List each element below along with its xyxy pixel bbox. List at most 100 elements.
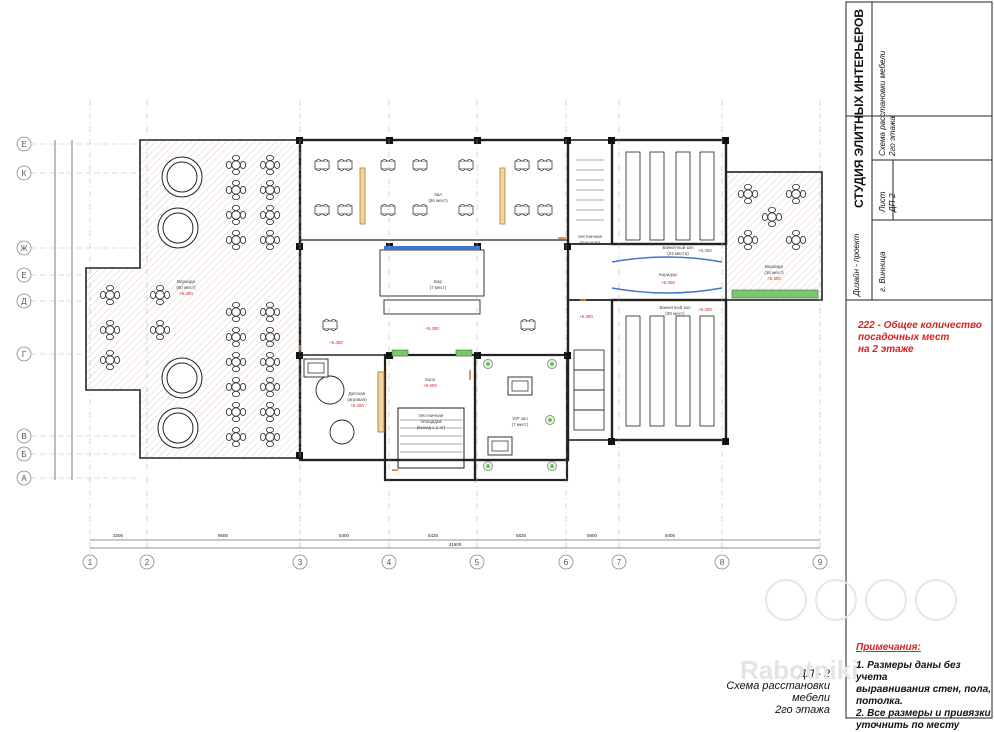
room-bar-seats: (7 мест): [430, 285, 447, 290]
row-label-5: Д: [21, 297, 27, 306]
room-hall-center-name: Холл: [425, 377, 436, 382]
room-childrens-level: +5.400: [350, 403, 364, 408]
seat-count-note: 222 - Общее количество посадочных мест н…: [858, 320, 982, 356]
room-veranda-left-level: +5.400: [179, 291, 193, 296]
room-corridor-name: Коридор: [659, 272, 677, 277]
room-banquet-bottom-level: +5.400: [698, 307, 712, 312]
veranda-left-round-tables: [157, 156, 203, 449]
axis-label-8: 8: [720, 558, 725, 567]
room-stair-right-sub: площадка: [579, 240, 601, 245]
row-label-1: Е: [21, 140, 26, 149]
banquet-room-tables: [625, 151, 715, 427]
room-stairs-note: (выход с 1 эт): [417, 425, 446, 430]
room-vip-seats: (7 мест): [512, 422, 529, 427]
room-veranda-left-name: Веранда: [177, 279, 196, 284]
dim-6: 5600: [587, 533, 598, 538]
axis-label-6: 6: [564, 558, 569, 567]
seat-count-line2: посадочных мест: [858, 332, 950, 343]
row-label-8: Б: [21, 450, 26, 459]
note-line-5: уточнить по месту: [856, 720, 960, 731]
dimension-line-left: [54, 140, 73, 480]
room-childrens-name: Детская: [349, 391, 366, 396]
room-banquet-bottom-name: Банкетный зал: [659, 304, 690, 310]
dim-4: 5425: [428, 533, 439, 538]
room-banquet-bottom-seats: (30 мест): [665, 311, 685, 316]
axis-label-2: 2: [145, 558, 150, 567]
watermark-helmets: [765, 579, 957, 621]
stamp-line-3: мебели: [792, 692, 830, 704]
bar-counter: [379, 246, 485, 315]
room-veranda-left-seats: (80 мест): [176, 285, 196, 290]
row-label-9: А: [21, 474, 27, 483]
note-line-1: 1. Размеры даны без учета: [856, 660, 961, 683]
room-childrens-sub: (игровая): [347, 397, 367, 402]
column-axis-bubbles: [82, 554, 828, 570]
vip-room-furniture: [483, 359, 557, 471]
level-mark-1: +5.400: [425, 326, 439, 331]
room-banquet-top-name: Банкетный зал: [662, 244, 693, 250]
axis-label-5: 5: [475, 558, 480, 567]
dim-2: 6600: [218, 533, 229, 538]
dim-5: 5825: [516, 533, 527, 538]
room-hall-center-level: +5.400: [423, 383, 437, 388]
row-axis-labels: Е К Ж Е Д Г В Б А: [20, 140, 28, 483]
seat-count-line1: 222 - Общее количество: [858, 320, 982, 331]
sheet-stamp: ДП - 2 Схема расстановки мебели 2го этаж…: [712, 668, 830, 716]
room-stair-right-name: лестничная: [578, 234, 603, 239]
project-label: Дизайн - проект: [852, 233, 861, 296]
bottom-dimensions: 3200 6600 5400 5425 5825 5600 8400 41600: [113, 533, 676, 547]
sheet-label: Лист: [878, 191, 887, 212]
notes-title: Примечания:: [856, 642, 921, 653]
hall-partitions: [359, 167, 506, 225]
dimension-line-bottom: [90, 539, 820, 549]
room-hall-top-name: Зал: [434, 192, 442, 197]
room-veranda-right-name: Веранда: [765, 264, 784, 269]
row-label-6: Г: [22, 350, 27, 359]
axis-row-lines: [31, 143, 140, 479]
axis-label-1: 1: [88, 558, 93, 567]
stamp-line-2: Схема расстановки: [726, 680, 830, 692]
room-veranda-right-level: +5.400: [767, 276, 781, 281]
childrens-room-furniture: [303, 358, 385, 445]
stair-treads: [400, 159, 604, 461]
row-label-7: В: [21, 432, 26, 441]
studio-name: СТУДИЯ ЭЛИТНЫХ ИНТЕРЬЕРОВ: [852, 9, 866, 208]
restroom-stalls: [573, 349, 605, 431]
dim-total: 41600: [449, 542, 462, 547]
axis-label-7: 7: [617, 558, 622, 567]
watermark-text: Rabotniki: [740, 655, 859, 685]
title-block-frame: [845, 1, 993, 719]
sheet-title-line2: 2го этажа: [888, 116, 897, 156]
dim-7: 8400: [665, 533, 676, 538]
green-planters: [391, 349, 473, 357]
stamp-line-4: 2го этажа: [775, 704, 830, 716]
room-stairs-name: Лестничная: [419, 413, 444, 418]
room-labels: Веранда (80 мест) +5.400 Зал (56 мест) Б…: [176, 192, 784, 430]
room-bar-name: Бар: [434, 279, 442, 284]
level-mark-2: +5.400: [329, 340, 343, 345]
dim-3: 5400: [339, 533, 350, 538]
axis-label-3: 3: [298, 558, 303, 567]
room-banquet-top-level: +5.400: [698, 248, 712, 253]
room-stairs-sub: площадка: [420, 419, 442, 424]
note-line-2: выравнивания стен, пола,: [856, 684, 991, 695]
room-vip-name: VIP зал: [512, 416, 528, 421]
corridor-glazing: [611, 256, 723, 294]
axis-grid-lines: [89, 100, 821, 555]
notes-list: 1. Размеры даны без учета выравнивания с…: [856, 660, 994, 732]
sheet-title-line1: Схема расстановки мебели: [878, 50, 887, 156]
stamp-line-1: ДП - 2: [798, 668, 830, 680]
seat-count-line3: на 2 этаже: [858, 344, 914, 355]
sheet-number: ДП-2: [888, 193, 897, 212]
room-corridor-level: +5.400: [661, 280, 675, 285]
axis-label-4: 4: [387, 558, 392, 567]
note-line-4: 2. Все размеры и привязки: [856, 708, 991, 719]
room-veranda-right-seats: (16 мест): [764, 270, 784, 275]
city: г. Винница: [878, 251, 887, 292]
room-banquet-top-seats: (24 места): [667, 251, 689, 256]
room-hall-top-seats: (56 мест): [428, 198, 448, 203]
note-line-3: потолка.: [856, 696, 903, 707]
dim-1: 3200: [113, 533, 124, 538]
level-mark-3: +5.400: [579, 314, 593, 319]
